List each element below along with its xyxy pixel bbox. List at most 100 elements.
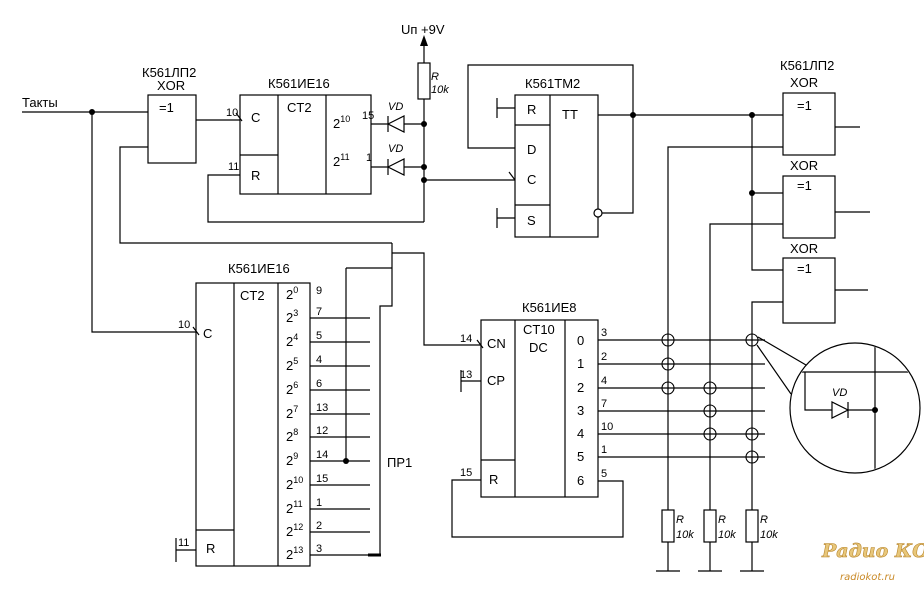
- output-exponent: 10: [340, 114, 350, 124]
- output-label: 213: [286, 545, 303, 562]
- output-pin: 5: [316, 330, 322, 342]
- flipflop-function: TT: [562, 107, 578, 122]
- ground-r-icon: [175, 538, 196, 562]
- xor-left-type: XOR: [157, 78, 185, 93]
- output-pin: 7: [316, 306, 322, 318]
- xor-right-gate: [782, 92, 836, 156]
- output-pin: 4: [316, 354, 322, 366]
- counter-top-r-input: R: [251, 168, 260, 183]
- decoder-output-pin: 4: [601, 375, 607, 387]
- inset-diode-label: VD: [832, 387, 847, 399]
- decoder-part-number: К561ИЕ8: [522, 300, 577, 315]
- counter-top-pin-c: 10: [226, 107, 238, 119]
- output-label: 211: [286, 499, 303, 516]
- decoder-cp-input: CP: [487, 373, 505, 388]
- counter-bottom-dividers: [196, 283, 279, 566]
- flipflop-body: [514, 94, 599, 238]
- wire-matrix-column: [667, 146, 783, 510]
- output-label: 26: [286, 380, 298, 397]
- counter-top-output-label: 211: [333, 152, 350, 169]
- inset-detail: VD: [756, 336, 921, 474]
- decoder-output-pin: 1: [601, 444, 607, 456]
- counter-top-function: CT2: [287, 100, 312, 115]
- output-exponent: 5: [293, 356, 298, 366]
- output-pin: 13: [316, 402, 328, 414]
- output-pin: 6: [316, 378, 322, 390]
- output-base: 2: [286, 310, 293, 325]
- junction-dot: [89, 109, 95, 115]
- inverted-output-bubble: [593, 208, 603, 218]
- counter-top-output-label: 210: [333, 114, 350, 131]
- output-exponent: 0: [293, 285, 298, 295]
- xor-right-part-number: К561ЛП2: [780, 58, 834, 73]
- output-exponent: 3: [293, 308, 298, 318]
- output-label: 23: [286, 308, 298, 325]
- counter-bottom-pin-r: 11: [178, 537, 189, 549]
- wire-xor-outputs: [835, 126, 870, 291]
- wire-to-decoder-cn: [392, 252, 481, 346]
- supply-arrow-icon: [420, 35, 428, 46]
- inset-diode-icon: [831, 401, 850, 419]
- resistor-value: 10k: [760, 529, 778, 541]
- output-label: 27: [286, 404, 298, 421]
- flipflop-r-input: R: [527, 102, 536, 117]
- decoder-output-label: 5: [577, 449, 584, 464]
- output-exponent: 12: [293, 522, 303, 532]
- clock-edge-mark: [476, 339, 484, 349]
- decoder-output-label: 0: [577, 333, 584, 348]
- jumper-label: ПР1: [387, 455, 412, 470]
- counter-bottom-outputs: 20 23 24 25 26 27 28 29 210 211 212 213 …: [286, 285, 380, 562]
- flipflop-dividers: [515, 95, 551, 237]
- resistor-value: 10k: [431, 84, 449, 96]
- inset-circle: [789, 342, 921, 474]
- clock-input-label: Такты: [22, 95, 58, 110]
- output-label: 25: [286, 356, 298, 373]
- resistor-body: [661, 509, 675, 543]
- counter-bottom-c-input: C: [203, 326, 212, 341]
- decoder-output-label: 4: [577, 426, 584, 441]
- resistor-ref: R: [718, 514, 726, 526]
- output-pin: 1: [316, 497, 322, 509]
- ground-icon: [698, 542, 722, 572]
- output-base: 2: [286, 547, 293, 562]
- diode-label: VD: [388, 143, 403, 155]
- output-label: 29: [286, 451, 298, 468]
- output-label: 210: [286, 475, 303, 492]
- decoder-output-pin: 10: [601, 421, 613, 433]
- wire-matrix-column: [709, 223, 783, 510]
- decoder-output-pin: 2: [601, 351, 607, 363]
- resistor-ref: R: [431, 71, 439, 83]
- decoder-function-dc: DC: [529, 340, 548, 355]
- xor-right-symbol: =1: [797, 178, 812, 193]
- output-exponent: 7: [293, 404, 298, 414]
- wire-xor-second-input: [119, 146, 392, 244]
- decoder-body: [480, 319, 599, 498]
- output-base: 2: [286, 382, 293, 397]
- xor-right-gate: [782, 257, 836, 324]
- wire-jumper-bus: [379, 243, 393, 555]
- supply-label: Uп +9V: [401, 22, 445, 37]
- output-label: 20: [286, 285, 298, 302]
- output-exponent: 10: [293, 475, 303, 485]
- output-exponent: 4: [293, 332, 298, 342]
- output-exponent: 6: [293, 380, 298, 390]
- decoder-output-pin: 3: [601, 327, 607, 339]
- decoder-pin-cn: 14: [460, 333, 472, 345]
- decoder-pin-r: 15: [460, 467, 472, 479]
- decoder-cn-input: CN: [487, 336, 506, 351]
- decoder-r-input: R: [489, 472, 498, 487]
- matrix-diode-icon: [745, 333, 759, 347]
- decoder-output-label: 6: [577, 473, 584, 488]
- wire-decoder-outputs: [598, 339, 765, 458]
- diode-label: VD: [388, 101, 403, 113]
- output-base: 2: [286, 358, 293, 373]
- ground-r-icon: [496, 98, 515, 118]
- resistor-ref: R: [760, 514, 768, 526]
- output-label: 28: [286, 427, 298, 444]
- xor-left-part-number: К561ЛП2: [142, 65, 196, 80]
- xor-left-gate: [147, 94, 197, 164]
- junction-dot: [872, 407, 878, 413]
- decoder-function: CT10: [523, 322, 555, 337]
- resistor-value: 10k: [718, 529, 736, 541]
- xor-left-symbol: =1: [159, 100, 174, 115]
